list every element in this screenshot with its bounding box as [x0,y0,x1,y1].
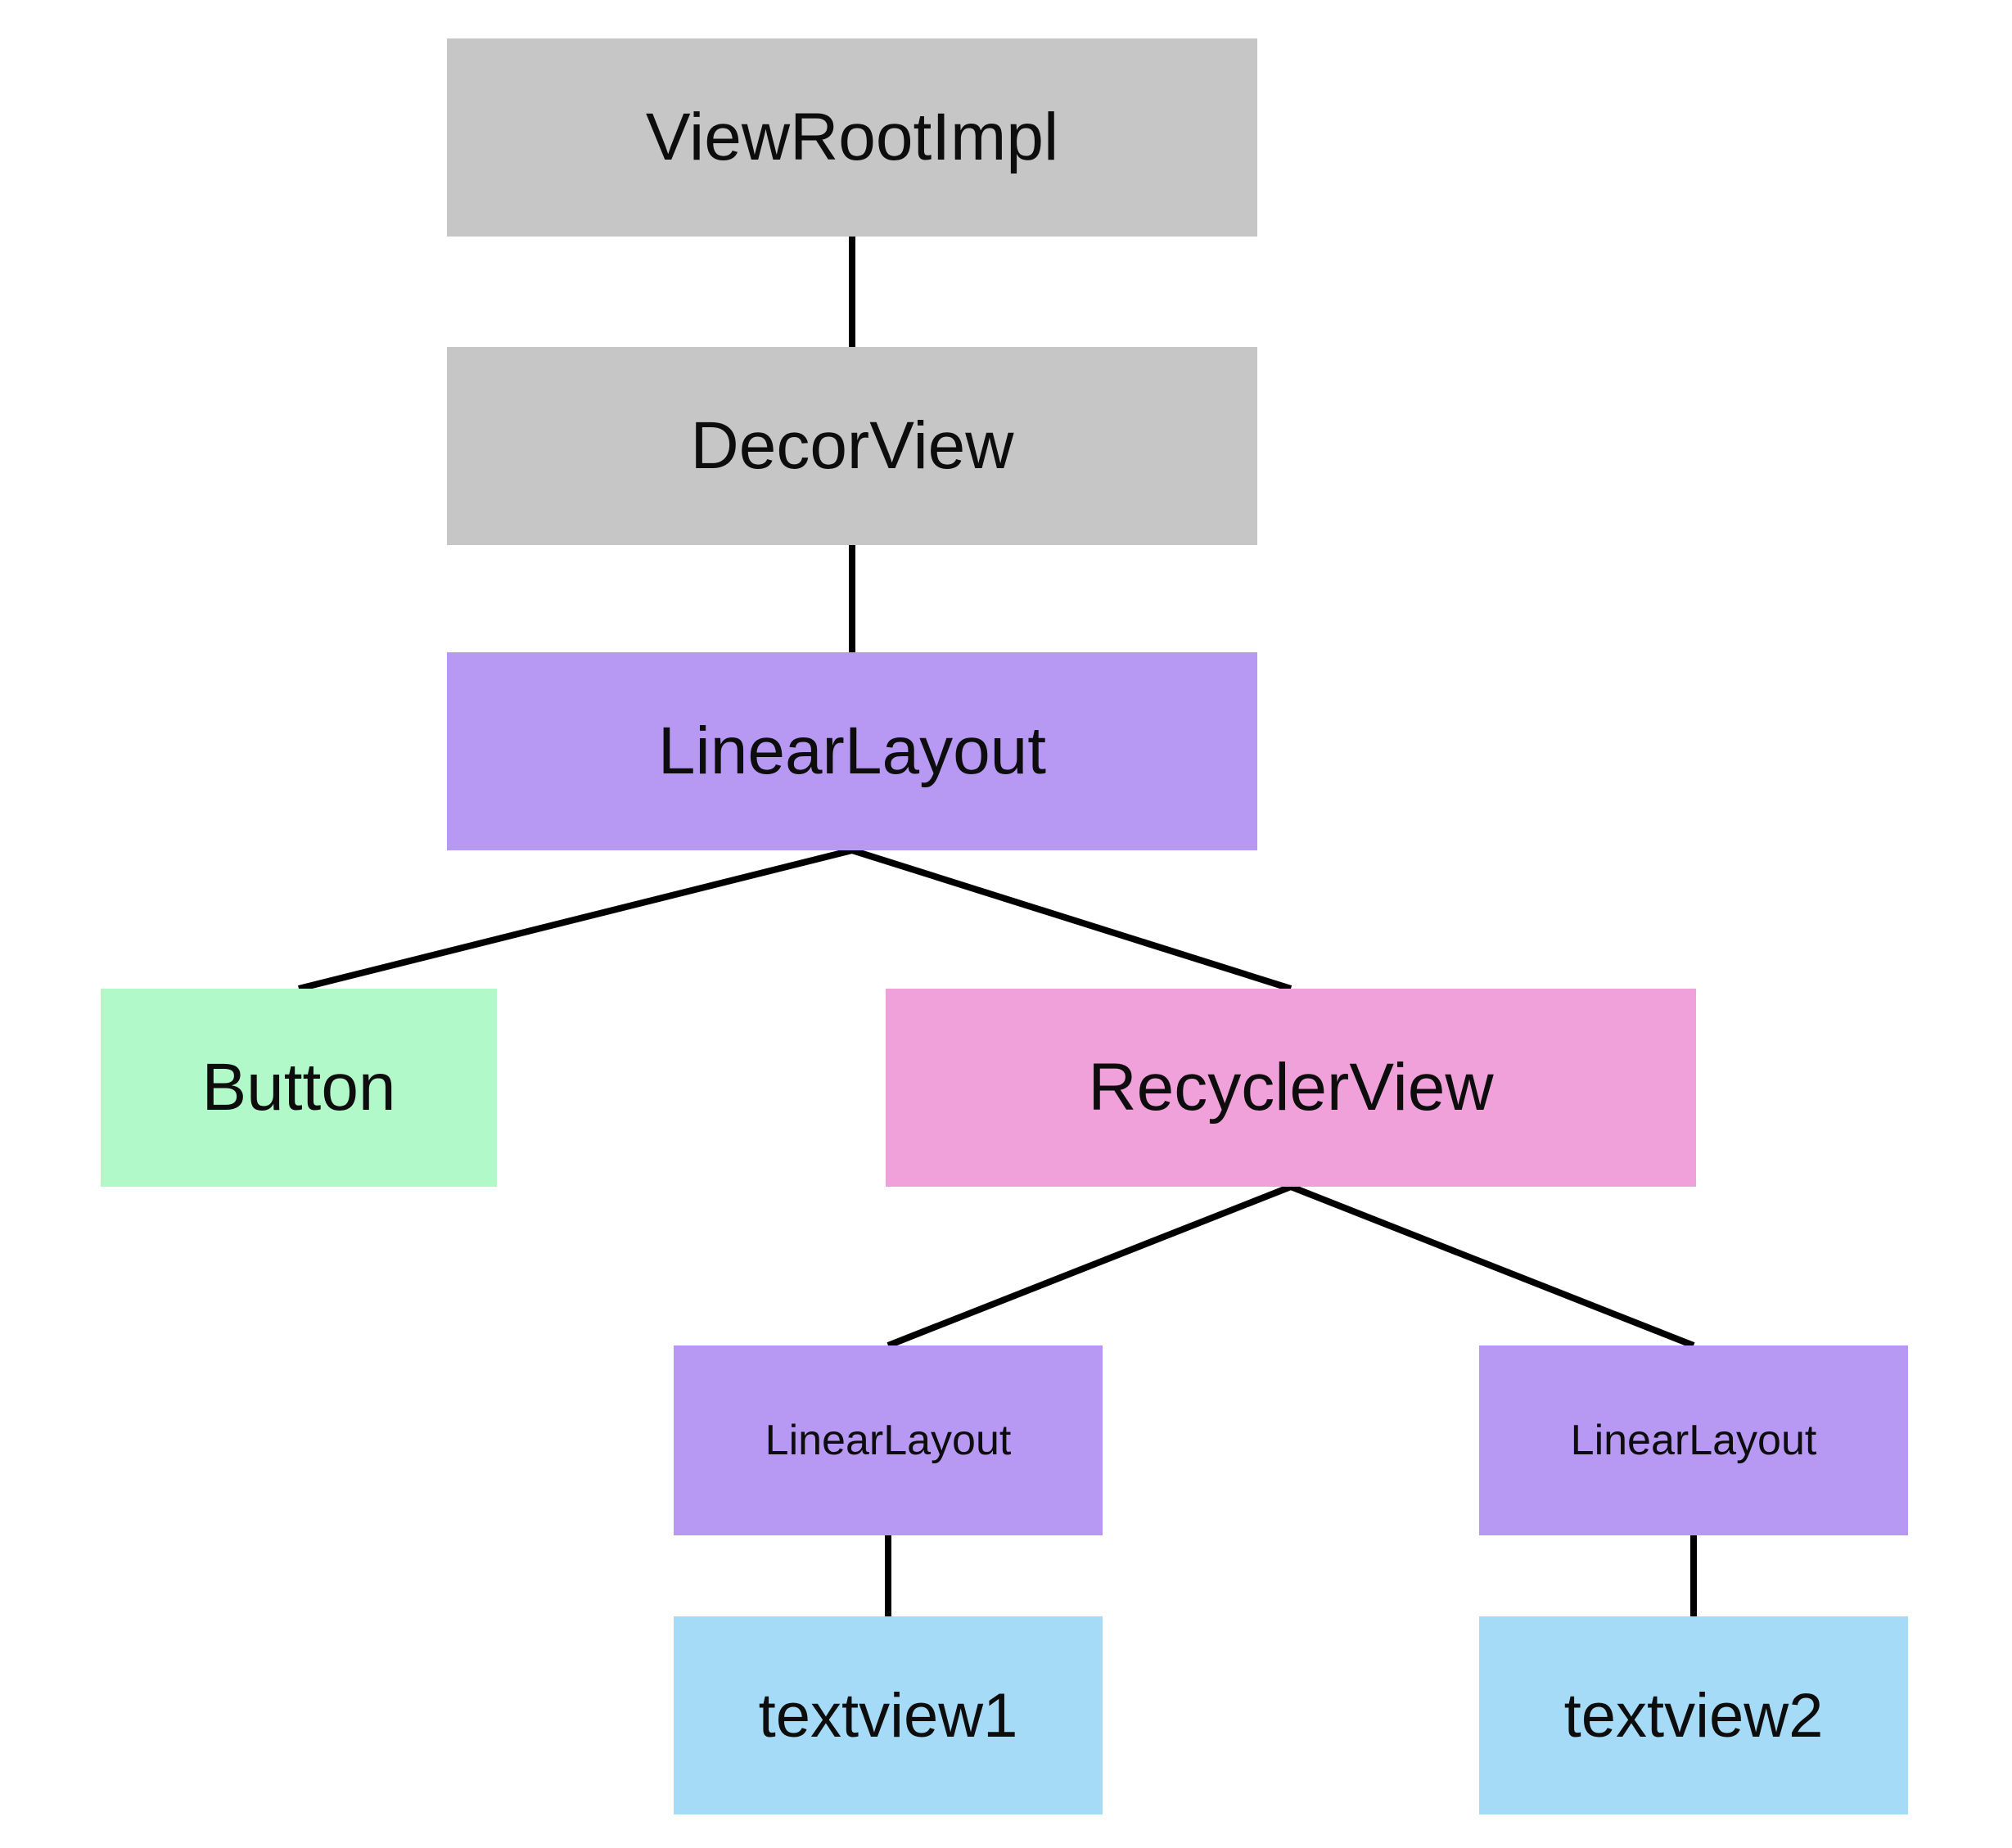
node-recyclerview: RecyclerView [886,989,1696,1187]
node-textview1-label: textview1 [758,1680,1018,1751]
edge-line [886,1183,1292,1349]
node-recyclerview-label: RecyclerView [1088,1050,1494,1125]
node-linearlayout-item1: LinearLayout [674,1345,1103,1535]
node-button-label: Button [201,1050,396,1125]
node-button: Button [101,989,497,1187]
node-viewrootimpl-label: ViewRootImpl [645,100,1059,174]
node-linearlayout-root: LinearLayout [447,652,1257,850]
node-textview1: textview1 [674,1616,1103,1814]
node-decorview: DecorView [447,347,1257,545]
edge-line [850,847,1292,992]
node-linearlayout-item2: LinearLayout [1479,1345,1908,1535]
node-linearlayout-item2-label: LinearLayout [1570,1417,1817,1464]
edge-line [1289,1183,1695,1349]
node-textview2-label: textview2 [1563,1680,1824,1751]
edge-line [298,847,853,992]
node-linearlayout-item1-label: LinearLayout [765,1417,1012,1464]
node-textview2: textview2 [1479,1616,1908,1814]
node-linearlayout-root-label: LinearLayout [657,714,1047,788]
node-decorview-label: DecorView [690,408,1014,483]
node-viewrootimpl: ViewRootImpl [447,38,1257,237]
